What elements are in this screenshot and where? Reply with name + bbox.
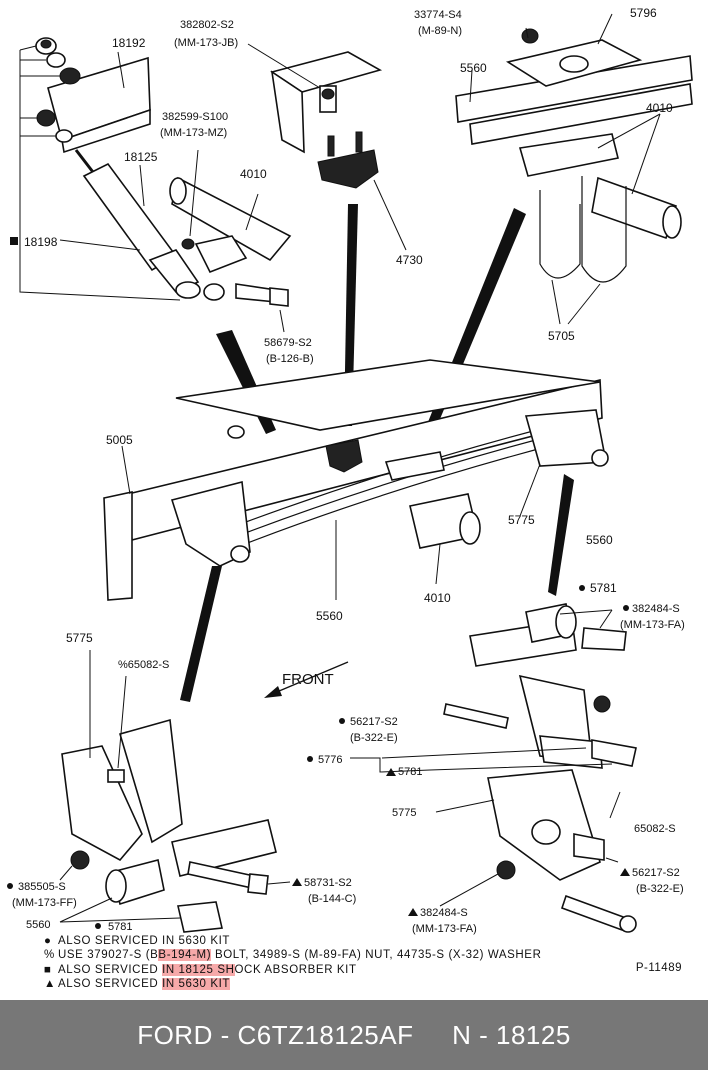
dot-symbol-icon xyxy=(7,883,13,889)
callout-382484-top: 382484-S xyxy=(632,603,680,615)
dot-symbol-icon xyxy=(623,605,629,611)
callout-58679: 58679-S2 xyxy=(264,337,312,349)
callout-18192: 18192 xyxy=(112,36,146,50)
footer-part: N - 18125 xyxy=(452,1019,571,1050)
callout-385505: 385505-S xyxy=(18,881,66,893)
triangle-symbol-icon xyxy=(292,878,302,886)
callout-5775-left: 5775 xyxy=(66,631,93,645)
percent-symbol-icon: % xyxy=(44,949,55,962)
callout-labels: 18192 382802-S2 (MM-173-JB) 33774-S4 (M-… xyxy=(7,6,685,935)
callout-56217-bot: 56217-S2 xyxy=(632,867,680,879)
callout-382802-spec: (MM-173-JB) xyxy=(174,37,238,49)
callout-5781-mid: 5781 xyxy=(398,766,422,778)
shock-absorber-group xyxy=(19,37,292,333)
callout-382484-bot-spec: (MM-173-FA) xyxy=(412,923,477,935)
dot-symbol-icon xyxy=(579,585,585,591)
square-symbol-icon xyxy=(10,237,18,245)
footer-brand: FORD - C6TZ18125AF xyxy=(137,1019,414,1050)
main-assembly-group xyxy=(103,359,609,601)
legend-row-dot: ● ALSO SERVICED IN 5630 KIT xyxy=(44,934,684,948)
triangle-symbol-icon: ▲ xyxy=(44,978,56,991)
callout-4730: 4730 xyxy=(396,253,423,267)
legend-highlight: IN 5630 KIT xyxy=(162,978,231,991)
callout-5705: 5705 xyxy=(548,329,575,343)
dot-symbol-icon xyxy=(307,756,313,762)
figure-id: P-11489 xyxy=(635,962,682,974)
callout-33774: 33774-S4 xyxy=(414,9,462,21)
dot-symbol-icon xyxy=(339,718,345,724)
callout-18125: 18125 xyxy=(124,150,158,164)
callout-5560-top: 5560 xyxy=(460,61,487,75)
callout-5775-right: 5775 xyxy=(392,807,416,819)
callout-56217-top-spec: (B-322-E) xyxy=(350,732,398,744)
callout-56217-bot-spec: (B-322-E) xyxy=(636,883,684,895)
callout-5560-mid: 5560 xyxy=(316,609,343,623)
legend-highlight: IN 18125 SH xyxy=(162,963,235,976)
triangle-symbol-icon xyxy=(620,868,630,876)
callout-385505-spec: (MM-173-FF) xyxy=(12,897,77,909)
callout-4010-top-right: 4010 xyxy=(646,101,673,115)
suspension-exploded-diagram: 18192 382802-S2 (MM-173-JB) 33774-S4 (M-… xyxy=(7,6,693,935)
dot-symbol-icon xyxy=(95,923,101,929)
triangle-symbol-icon xyxy=(386,768,396,776)
callout-5005: 5005 xyxy=(106,433,133,447)
callout-382599-spec: (MM-173-MZ) xyxy=(160,127,227,139)
legend-row-square: ■ ALSO SERVICED IN 18125 SHOCK ABSORBER K… xyxy=(44,963,684,977)
callout-5781-bot: 5781 xyxy=(108,921,132,933)
bumper-bracket-group xyxy=(247,43,407,251)
square-symbol-icon: ■ xyxy=(44,963,52,976)
callout-front: FRONT xyxy=(282,671,334,688)
lower-right-detail xyxy=(350,603,637,933)
legend-text: ALSO SERVICED xyxy=(58,978,163,991)
callout-58679-spec: (B-126-B) xyxy=(266,353,314,365)
legend-text: BOLT, 34989-S (M-89-FA) NUT, 44735-S (X-… xyxy=(211,949,542,962)
callout-65082-right: 65082-S xyxy=(634,823,676,835)
callout-58731: 58731-S2 xyxy=(304,877,352,889)
legend-row-triangle: ▲ALSO SERVICED IN 5630 KIT xyxy=(44,977,684,991)
callout-5775-mid: 5775 xyxy=(508,513,535,527)
callout-18198: 18198 xyxy=(24,235,58,249)
footer-spacer xyxy=(413,1020,452,1051)
callout-4010-top: 4010 xyxy=(240,167,267,181)
callout-5560-bot: 5560 xyxy=(26,919,50,931)
callout-5776: 5776 xyxy=(318,754,342,766)
part-number-footer: FORD - C6TZ18125AF N - 18125 xyxy=(0,1000,708,1070)
front-direction-arrow xyxy=(264,661,349,698)
callout-56217-top: 56217-S2 xyxy=(350,716,398,728)
callout-382484-bot: 382484-S xyxy=(420,907,468,919)
callout-382599: 382599-S100 xyxy=(162,111,228,123)
callout-58731-spec: (B-144-C) xyxy=(308,893,356,905)
spring-plate-group xyxy=(455,13,693,325)
callout-382484-top-spec: (MM-173-FA) xyxy=(620,619,685,631)
legend-row-percent: %USE 379027-S (BB-194-M) BOLT, 34989-S (… xyxy=(44,948,684,962)
legend-highlight: B-194-M) xyxy=(158,949,212,962)
callout-33774-spec: (M-89-N) xyxy=(418,25,462,37)
legend: ● ALSO SERVICED IN 5630 KIT %USE 379027-S… xyxy=(44,934,684,992)
legend-text: ALSO SERVICED xyxy=(58,963,163,976)
callout-382802: 382802-S2 xyxy=(180,19,234,31)
callout-4010-mid: 4010 xyxy=(424,591,451,605)
triangle-symbol-icon xyxy=(408,908,418,916)
legend-text: ALSO SERVICED IN 5630 KIT xyxy=(58,935,231,947)
callout-5781-right: 5781 xyxy=(590,581,617,595)
legend-text: OCK ABSORBER KIT xyxy=(234,963,357,976)
callout-5560-right: 5560 xyxy=(586,533,613,547)
callout-65082-left: %65082-S xyxy=(118,659,169,671)
lower-left-detail xyxy=(59,650,291,933)
callout-5796: 5796 xyxy=(630,6,657,20)
legend-text: USE 379027-S (B xyxy=(58,949,159,962)
dot-symbol-icon: ● xyxy=(44,935,52,947)
